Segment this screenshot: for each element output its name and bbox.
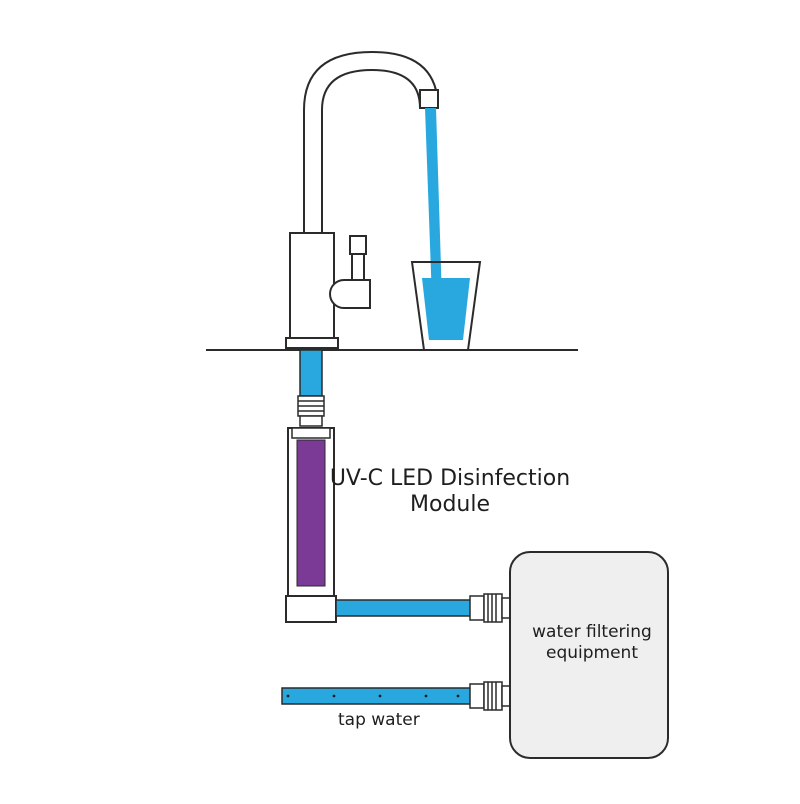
filter-label-line2: equipment [546, 643, 638, 663]
uv-module-label-line1: UV-C LED Disinfection [329, 466, 571, 491]
uv-module-collar [291, 427, 331, 439]
faucet-handle-stem [351, 251, 365, 283]
uv-module-label-line2: Module [410, 492, 490, 517]
faucet-base [285, 337, 339, 349]
faucet-handle-knob [329, 279, 371, 309]
top-fitting [297, 395, 325, 427]
water-stream [425, 108, 442, 300]
filter-inlet-fitting [469, 681, 511, 711]
tap-water-pipe-dots [286, 694, 460, 698]
filter-outlet-fitting [469, 593, 511, 623]
uv-led-core [296, 439, 326, 587]
glass-water [422, 278, 470, 340]
filter-label-line1: water filtering [532, 622, 652, 642]
faucet-body [289, 232, 335, 339]
water-filtering-equipment [509, 551, 669, 759]
filter-label: water filtering equipment [512, 622, 672, 664]
faucet-handle-top [349, 235, 367, 255]
uv-module-label: UV-C LED Disinfection Module [300, 466, 600, 518]
uv-module-base [285, 595, 337, 623]
pipe-faucet-to-module [299, 349, 323, 397]
spout-nozzle [419, 89, 439, 109]
tap-water-label: tap water [338, 710, 420, 730]
tap-water-pipe [281, 687, 473, 705]
faucet-spout [303, 50, 439, 236]
pipe-module-to-filter [335, 599, 473, 617]
